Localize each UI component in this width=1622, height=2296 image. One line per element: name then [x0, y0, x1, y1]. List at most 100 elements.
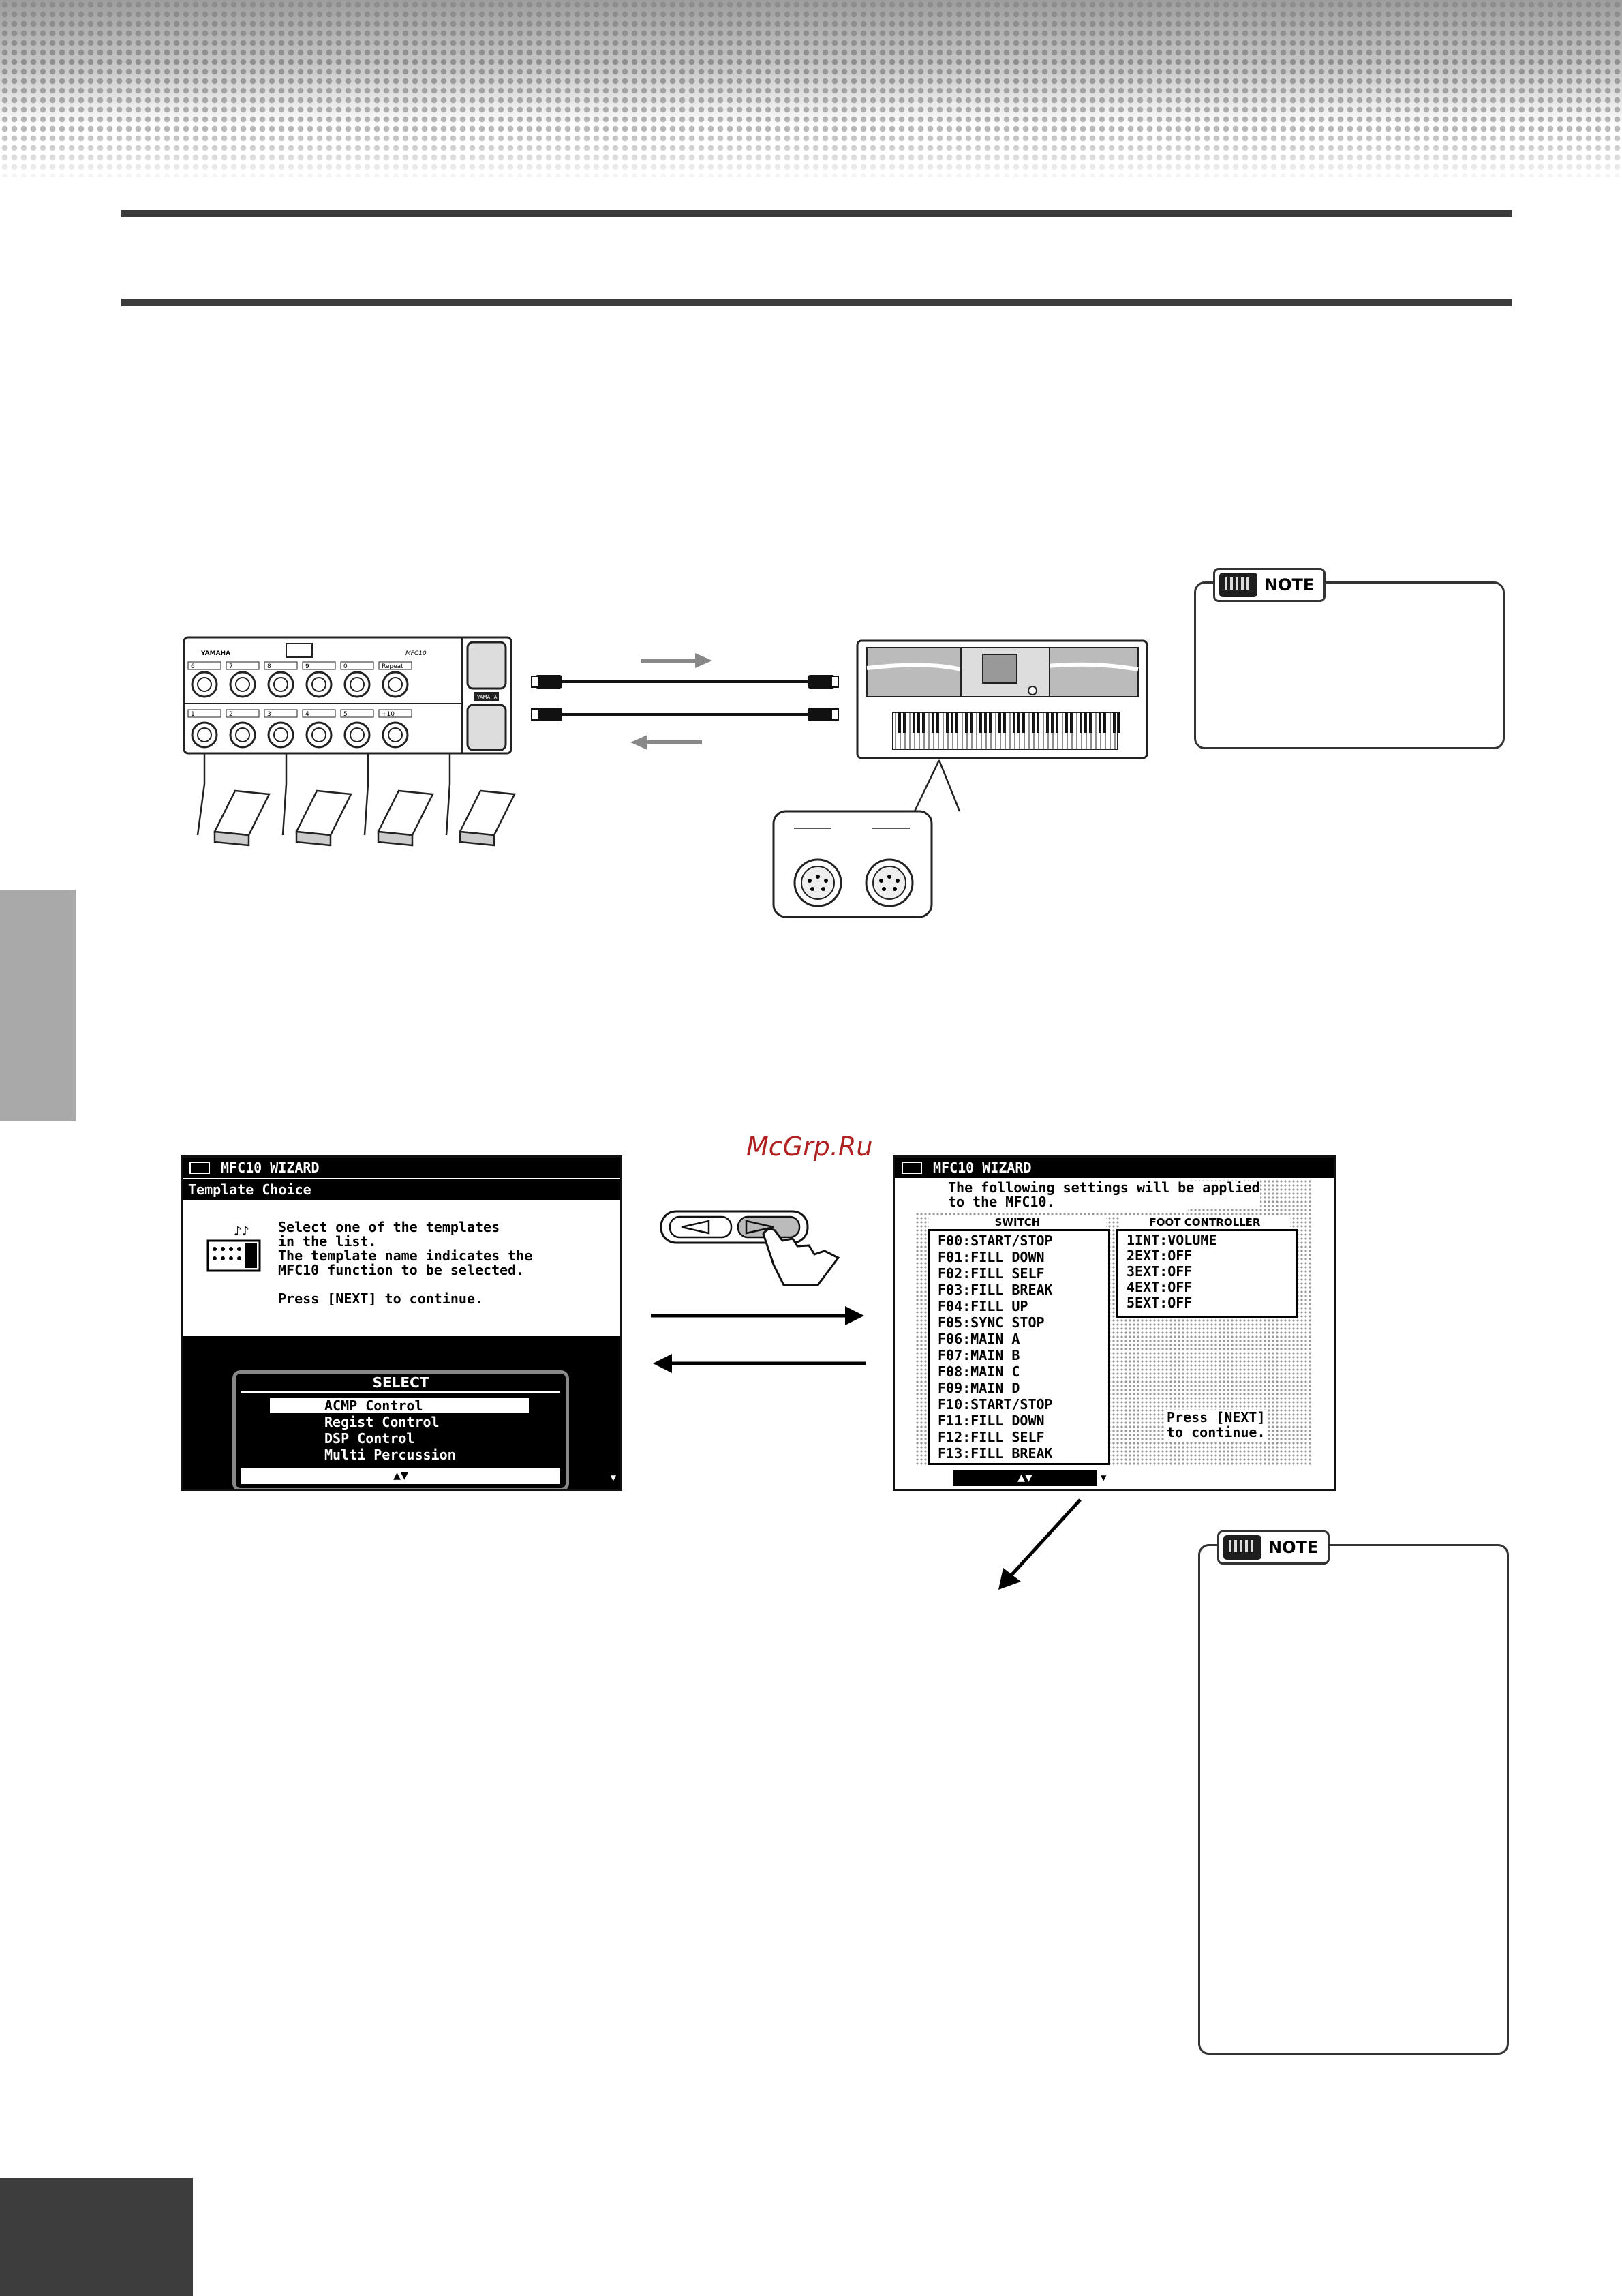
midi-in-jack	[793, 858, 842, 907]
brand-center: YAMAHA	[476, 695, 498, 700]
lcd-title-bar: MFC10 WIZARD	[895, 1158, 1334, 1178]
foot-pedal-1	[213, 789, 271, 847]
switch-item: F09:MAIN D	[938, 1380, 1020, 1396]
switch-item: F12:FILL SELF	[938, 1429, 1045, 1445]
foot-pedal-2	[295, 789, 352, 847]
note-label-top: NOTE	[1213, 568, 1326, 602]
mfc10-template-icon: ♪♪	[206, 1226, 261, 1272]
instruction-line: The template name indicates the	[278, 1248, 533, 1264]
scroll-down-icon: ▼	[1101, 1472, 1107, 1483]
second-rule	[121, 299, 1512, 306]
pointing-hand-icon	[762, 1228, 840, 1286]
switch-header: SWITCH	[929, 1216, 1106, 1228]
lcd-settings-summary: MFC10 WIZARD The following settings will…	[893, 1155, 1336, 1491]
switch-item: F06:MAIN A	[938, 1331, 1020, 1347]
top-knob-label-2: 8	[267, 663, 271, 670]
lcd-title-bar: MFC10 WIZARD	[183, 1158, 620, 1178]
switch-item: F13:FILL BREAK	[938, 1445, 1053, 1462]
switch-item: F03:FILL BREAK	[938, 1282, 1053, 1298]
next-button-illustration	[660, 1210, 840, 1286]
window-icon	[902, 1162, 922, 1174]
window-icon	[189, 1162, 210, 1174]
switch-item: F01:FILL DOWN	[938, 1249, 1045, 1265]
lcd-template-choice: MFC10 WIZARD Template Choice ♪♪ Select o…	[181, 1155, 622, 1491]
instruction-line: MFC10 function to be selected.	[278, 1262, 525, 1278]
watermark: McGrp.Ru	[746, 1132, 873, 1162]
top-knob-label-1: 7	[229, 663, 233, 670]
page-corner-block	[0, 2178, 193, 2296]
foot-controller-header: FOOT CONTROLLER	[1120, 1216, 1290, 1228]
message-line: to the MFC10.	[948, 1195, 1260, 1209]
back-arrow-icon	[681, 1220, 710, 1235]
foot-pedal-4	[459, 789, 516, 847]
instruction-line	[278, 1278, 532, 1292]
bottom-knob-label-5: +10	[382, 711, 395, 718]
keyboard-icon	[1219, 573, 1257, 597]
template-option[interactable]: ACMP Control	[270, 1398, 529, 1413]
instruction-line: Press [NEXT] to continue.	[278, 1290, 484, 1307]
screen-navigation-arrows	[651, 1306, 866, 1373]
scroll-down-icon: ▼	[610, 1472, 616, 1483]
note-label-text: NOTE	[1264, 575, 1315, 594]
foot-controller-item: 1INT:VOLUME	[1127, 1232, 1217, 1248]
bottom-knob-label-3: 4	[305, 711, 309, 718]
foot-controller-item: 4EXT:OFF	[1127, 1279, 1193, 1295]
keyboard-instrument	[856, 639, 1148, 759]
midi-cables	[531, 675, 839, 721]
top-knob-label-3: 9	[305, 663, 309, 670]
switch-scroll-arrows[interactable]: ▲▼	[953, 1470, 1097, 1486]
header-halftone-fade	[0, 0, 1622, 184]
select-header: SELECT	[372, 1374, 429, 1391]
svg-text:♪♪: ♪♪	[234, 1226, 249, 1239]
press-next-line: to continue.	[1167, 1424, 1266, 1440]
press-next-line: Press [NEXT]	[1167, 1409, 1266, 1425]
bottom-knob-label-1: 2	[229, 711, 233, 718]
bottom-knob-label-2: 3	[267, 711, 271, 718]
bottom-knob-label-4: 5	[343, 711, 348, 718]
template-option[interactable]: Multi Percussion	[324, 1447, 456, 1463]
top-knob-label-4: 0	[343, 663, 348, 670]
instruction-line: in the list.	[278, 1233, 377, 1250]
switch-item: F02:FILL SELF	[938, 1265, 1045, 1282]
pedal-pad-upper	[466, 641, 507, 690]
bottom-knob-label-0: 1	[191, 711, 195, 718]
foot-controller-item: 5EXT:OFF	[1127, 1295, 1193, 1311]
press-next-text: Press [NEXT]to continue.	[1164, 1410, 1268, 1440]
top-rule	[121, 210, 1512, 217]
switch-item: F10:START/STOP	[938, 1396, 1053, 1413]
switch-item: F08:MAIN C	[938, 1363, 1020, 1380]
top-knob-label-5: Repeat	[382, 663, 403, 670]
switch-item: F04:FILL UP	[938, 1298, 1028, 1314]
foot-controller-item: 3EXT:OFF	[1127, 1263, 1193, 1280]
note-label-bottom: NOTE	[1217, 1530, 1330, 1565]
select-scroll-arrows[interactable]: ▲▼	[241, 1468, 560, 1484]
diagonal-arrow	[998, 1498, 1082, 1590]
midi-jack-callout	[772, 759, 961, 918]
lcd-window-title: MFC10 WIZARD	[221, 1160, 320, 1176]
foot-controller-item: 2EXT:OFF	[1127, 1248, 1193, 1264]
note-label-text: NOTE	[1268, 1538, 1319, 1557]
chapter-side-tab	[0, 890, 76, 1121]
lcd-subtitle: Template Choice	[183, 1178, 620, 1200]
template-option[interactable]: Regist Control	[324, 1414, 440, 1430]
switch-item: F00:START/STOP	[938, 1233, 1053, 1249]
foot-pedals	[196, 753, 516, 847]
switch-item: F05:SYNC STOP	[938, 1314, 1045, 1331]
note-box-bottom	[1198, 1544, 1509, 2055]
brand-left: YAMAHA	[200, 650, 230, 657]
keyboard-icon	[1223, 1535, 1261, 1560]
midi-out-jack	[865, 858, 914, 907]
lcd-window-title: MFC10 WIZARD	[933, 1160, 1032, 1176]
model-right: MFC10	[406, 650, 427, 657]
switch-item: F07:MAIN B	[938, 1347, 1020, 1363]
next-arrow-icon	[745, 1220, 774, 1235]
message-line: The following settings will be applied	[948, 1179, 1260, 1196]
template-option[interactable]: DSP Control	[324, 1430, 415, 1447]
